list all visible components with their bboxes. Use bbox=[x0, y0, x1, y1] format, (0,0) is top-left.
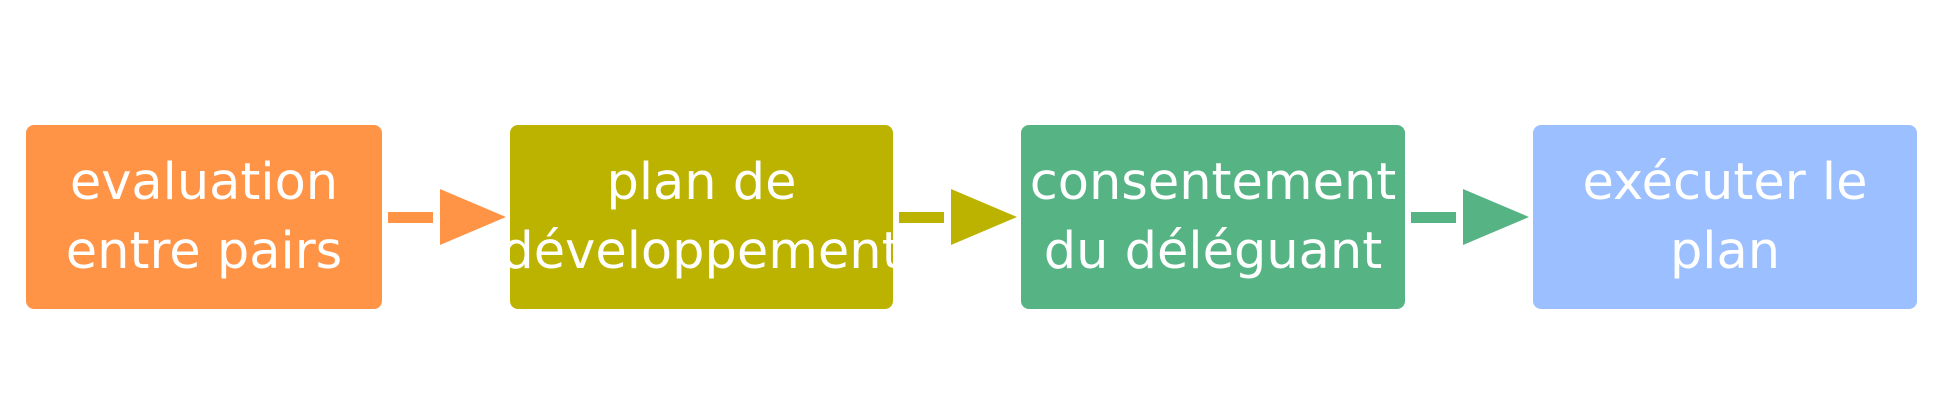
step-box-evaluation: evaluation entre pairs bbox=[26, 125, 382, 309]
step-label: exécuter le plan bbox=[1582, 153, 1868, 281]
step-box-consent: consentement du déléguant bbox=[1021, 125, 1405, 309]
step-label: plan de développement bbox=[501, 153, 902, 281]
arrow-connector-1 bbox=[388, 189, 506, 245]
arrow-head-icon bbox=[440, 189, 506, 245]
arrow-head-icon bbox=[951, 189, 1017, 245]
arrow-connector-2 bbox=[899, 189, 1017, 245]
connector-line bbox=[388, 212, 433, 223]
step-label: consentement du déléguant bbox=[1029, 153, 1397, 281]
arrow-connector-3 bbox=[1411, 189, 1529, 245]
connector-line bbox=[899, 212, 944, 223]
step-box-execute: exécuter le plan bbox=[1533, 125, 1917, 309]
step-box-plan: plan de développement bbox=[501, 125, 902, 309]
connector-line bbox=[1411, 212, 1456, 223]
arrow-head-icon bbox=[1463, 189, 1529, 245]
step-label: evaluation entre pairs bbox=[65, 153, 343, 281]
